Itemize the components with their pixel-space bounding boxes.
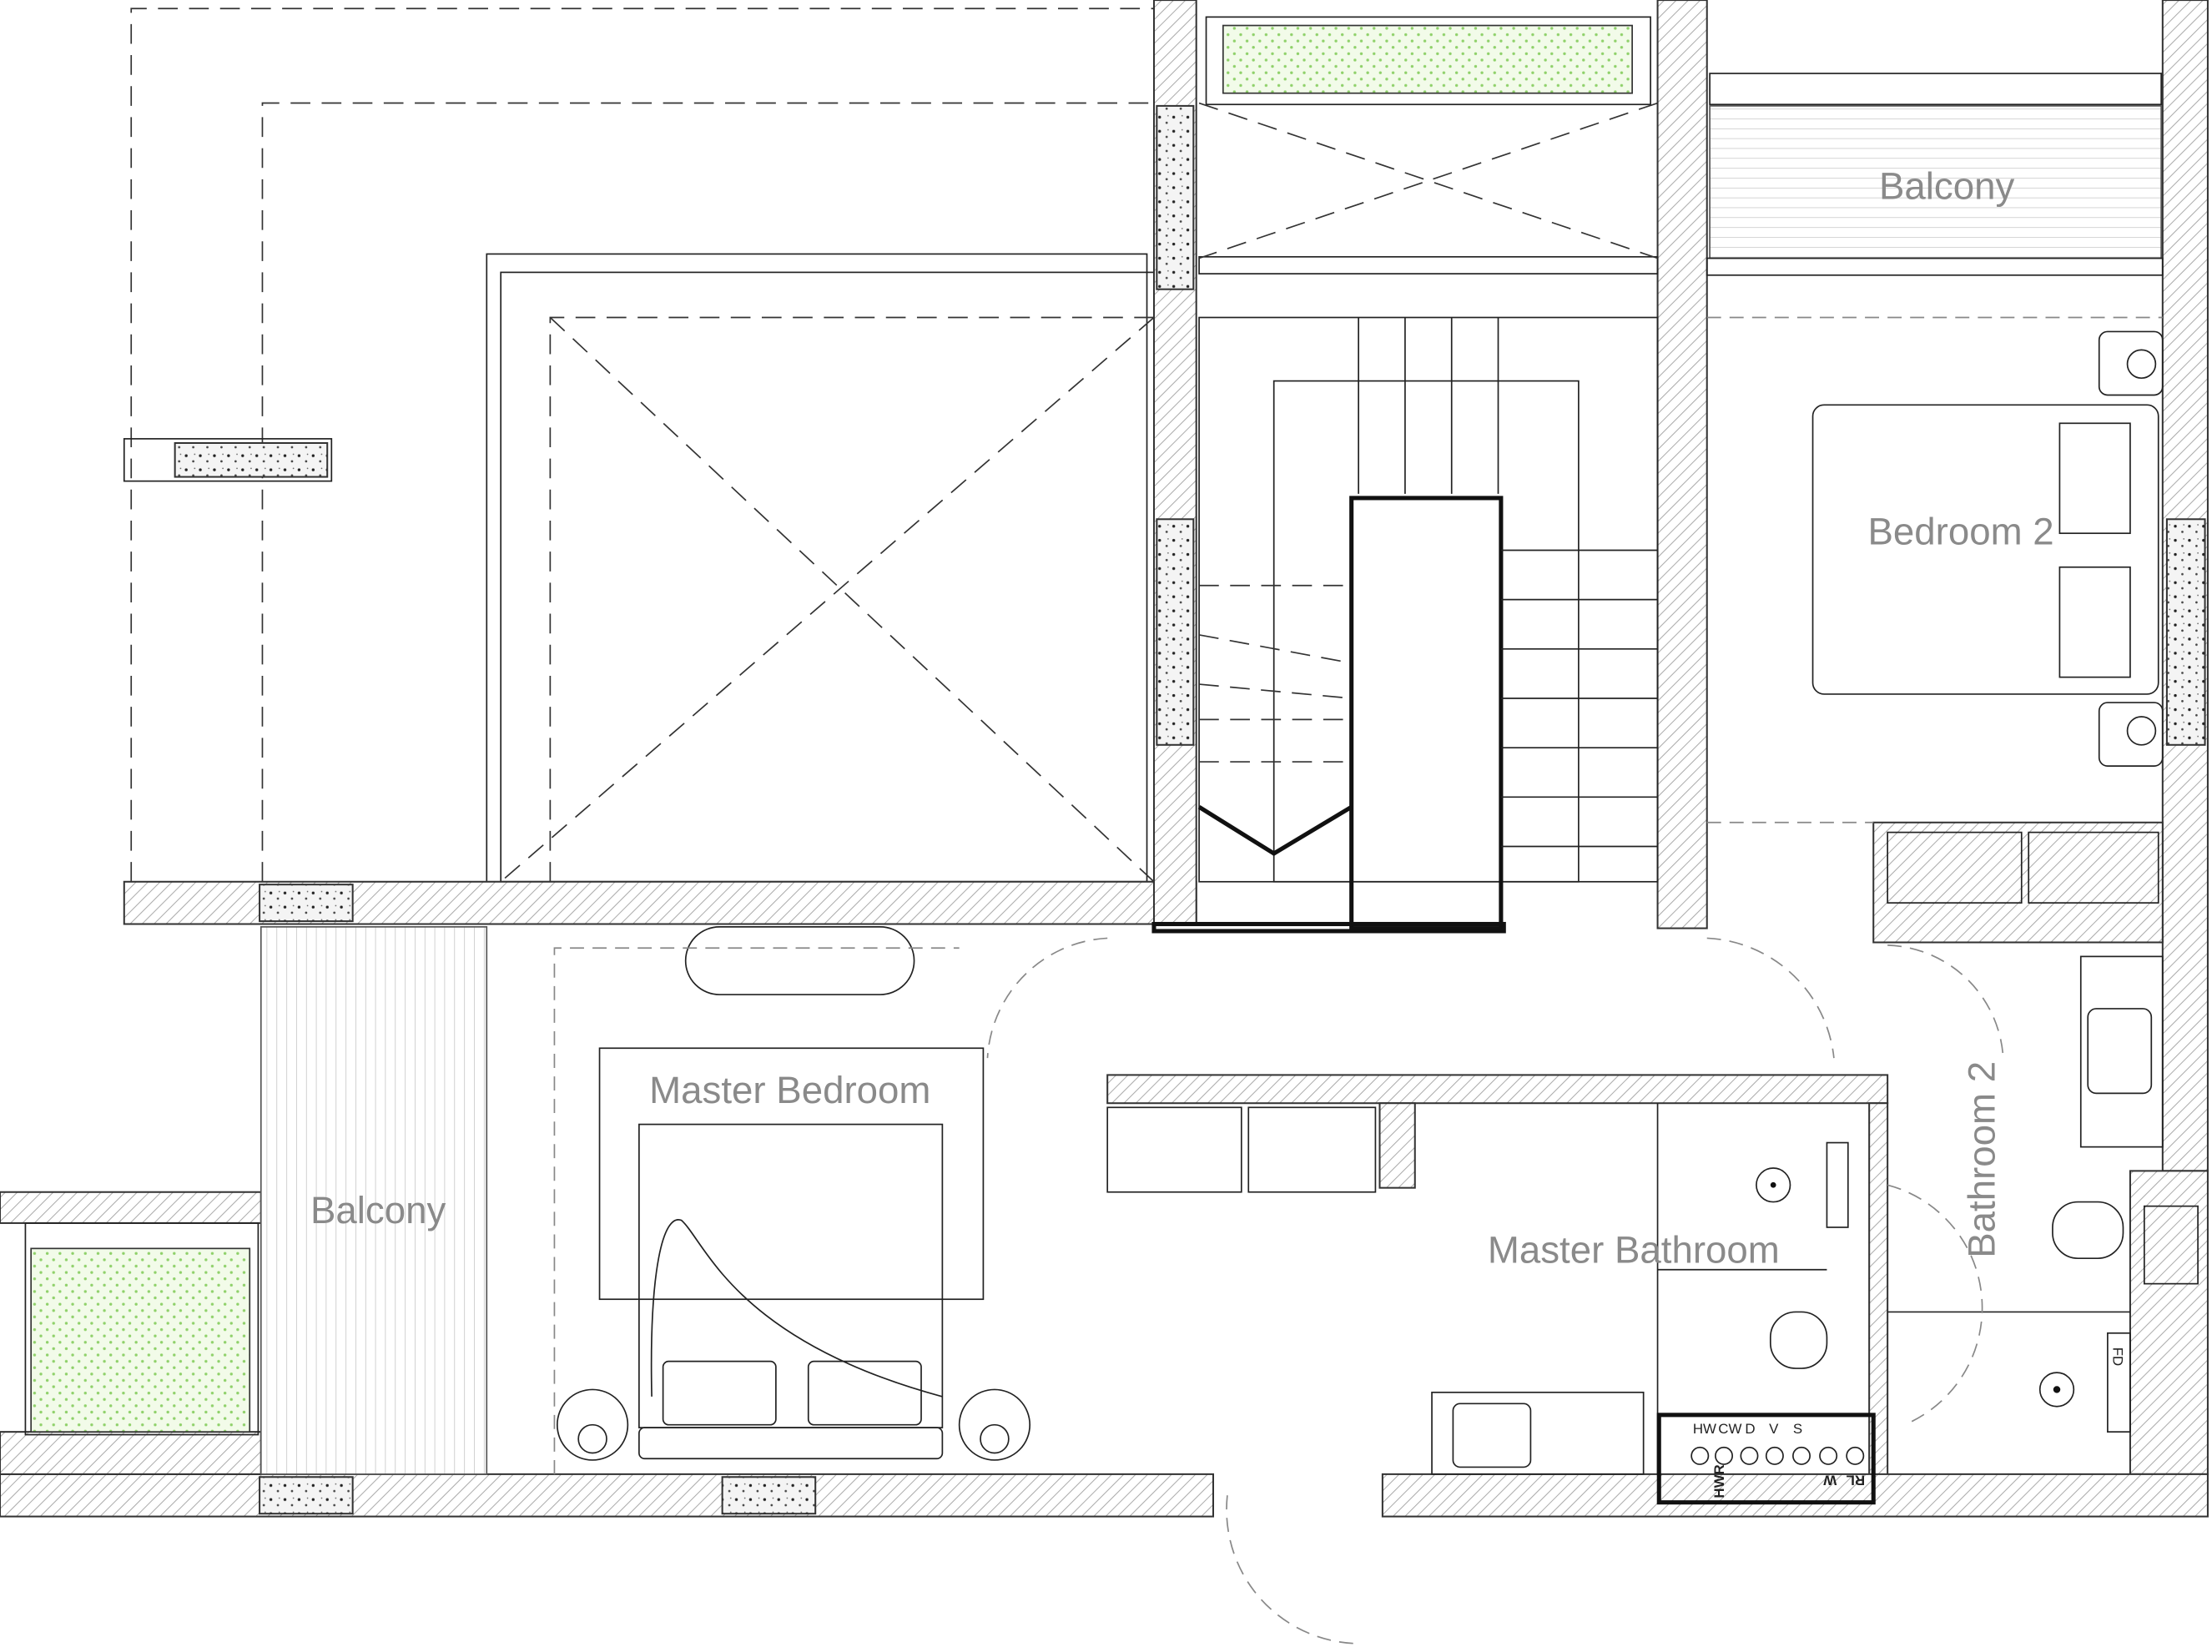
label-w: W xyxy=(1823,1473,1837,1488)
master-bathroom-fixtures xyxy=(1431,1103,1876,1505)
staircase xyxy=(1151,316,1659,934)
room-label-balcony-left: Balcony xyxy=(310,1189,446,1231)
room-label-bedroom-2: Bedroom 2 xyxy=(1867,511,2053,553)
label-cw: CW xyxy=(1718,1421,1741,1437)
room-label-balcony-top: Balcony xyxy=(1879,164,2015,207)
planters xyxy=(24,16,1651,1436)
label-v: V xyxy=(1769,1421,1779,1437)
label-rl: RL xyxy=(1847,1473,1866,1488)
label-hwr: HWR xyxy=(1711,1464,1727,1498)
room-label-master-bathroom: Master Bathroom xyxy=(1488,1228,1780,1271)
label-s: S xyxy=(1793,1421,1802,1437)
bedroom-2-furniture xyxy=(1706,330,2164,904)
master-bedroom-furniture xyxy=(553,926,2004,1474)
label-hw: HW xyxy=(1693,1421,1716,1437)
room-label-master-bedroom: Master Bedroom xyxy=(649,1069,930,1111)
balcony-left-decking xyxy=(259,926,488,1475)
roof-outline xyxy=(130,8,1157,882)
room-label-bathroom-2: Bathroom 2 xyxy=(1961,1061,2003,1258)
label-d: D xyxy=(1745,1421,1755,1437)
double-height-void xyxy=(486,253,1155,883)
label-fd: FD xyxy=(2110,1347,2126,1367)
walls xyxy=(0,0,2209,1518)
column xyxy=(123,438,333,482)
utility-manifold: HW CW D V S HWR W RL FD xyxy=(1690,1347,2126,1498)
balcony-top-decking xyxy=(1709,105,2162,259)
bathroom-2-fixtures xyxy=(1887,955,2199,1433)
entry-door-swing xyxy=(1226,1495,1355,1644)
